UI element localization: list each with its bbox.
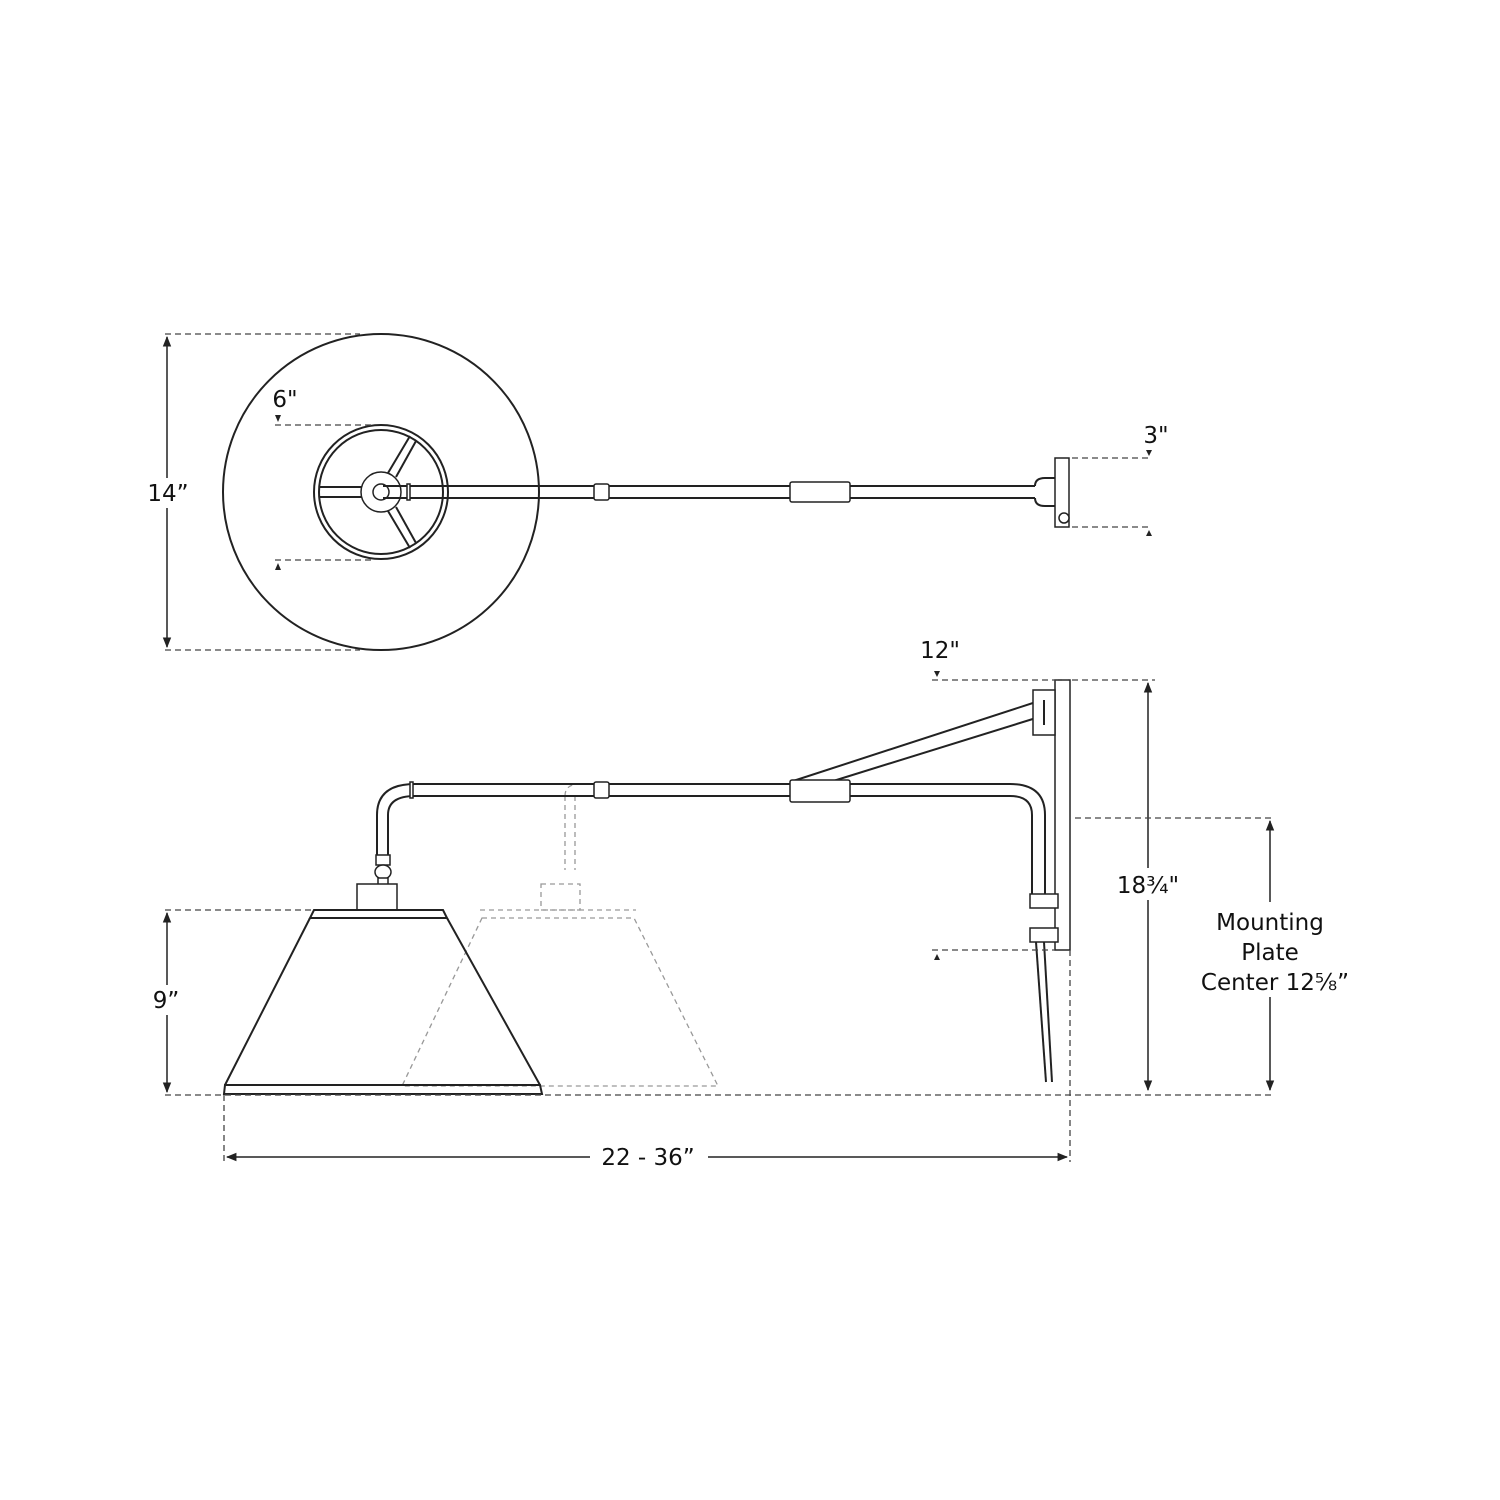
shade-diameter-label: 14” xyxy=(147,481,188,507)
backplate-width-label: 3" xyxy=(1143,423,1168,449)
lamp-shade xyxy=(222,854,544,1095)
overall-height-label: 18¾" xyxy=(1117,873,1179,899)
fitter-diameter-label: 6" xyxy=(272,387,297,413)
dimension-9: 9” xyxy=(145,909,314,1094)
dimension-18-3-4: 18¾" xyxy=(1112,681,1184,1092)
dimension-3: 3" xyxy=(1072,423,1169,536)
mounting-label-line3: Center 12⅝” xyxy=(1201,970,1349,996)
dimension-12: 12" xyxy=(920,638,1155,960)
top-view: 14” 6" 3" xyxy=(140,333,1169,651)
shade-height-label: 9” xyxy=(153,988,180,1014)
dimension-extension: 22 - 36” xyxy=(223,950,1071,1172)
dimension-14: 14” xyxy=(140,333,360,651)
mounting-label-line2: Plate xyxy=(1241,940,1299,966)
fitter-ring xyxy=(313,424,449,560)
shade-outline xyxy=(222,333,540,651)
dimension-6: 6" xyxy=(272,387,372,570)
side-view: 12" 18¾" Mounting Plate Center 12⅝” 9” xyxy=(145,638,1370,1172)
arm-top xyxy=(383,457,1070,528)
extension-label: 22 - 36” xyxy=(601,1145,694,1171)
main-arm xyxy=(376,779,1059,1083)
plate-offset-label: 12" xyxy=(920,638,960,664)
dimension-mounting-center: Mounting Plate Center 12⅝” xyxy=(1075,817,1370,1092)
wall-plate xyxy=(1054,679,1071,951)
ghost-shade xyxy=(400,783,720,1087)
mounting-label-line1: Mounting xyxy=(1216,910,1324,936)
brace-arm xyxy=(789,689,1056,783)
